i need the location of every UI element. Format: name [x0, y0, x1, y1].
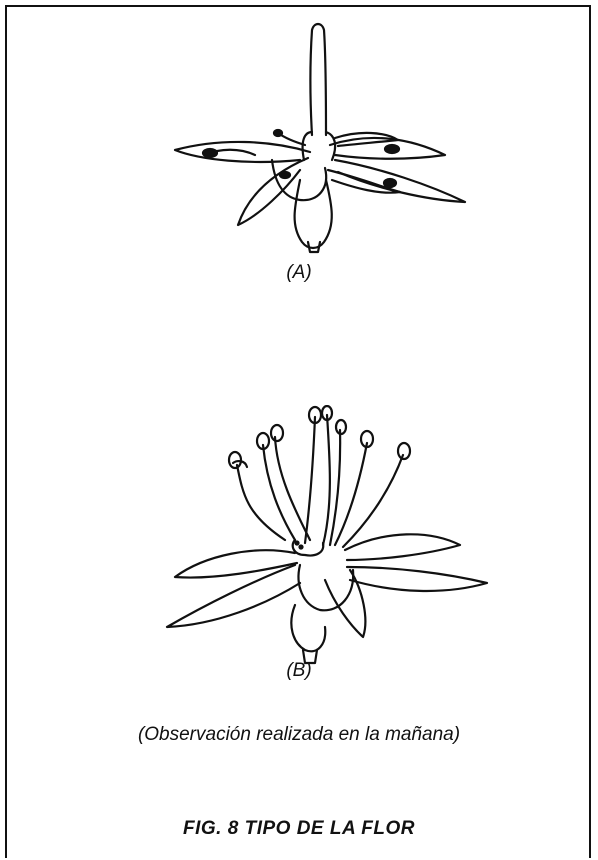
- figure-title: FIG. 8 TIPO DE LA FLOR: [0, 818, 598, 840]
- flower-b-label: (B): [0, 660, 598, 682]
- flower-a-label: (A): [0, 262, 598, 284]
- flower-b-illustration: [155, 405, 495, 665]
- observation-note: (Observación realizada en la mañana): [0, 724, 598, 746]
- flower-a-illustration: [160, 20, 470, 260]
